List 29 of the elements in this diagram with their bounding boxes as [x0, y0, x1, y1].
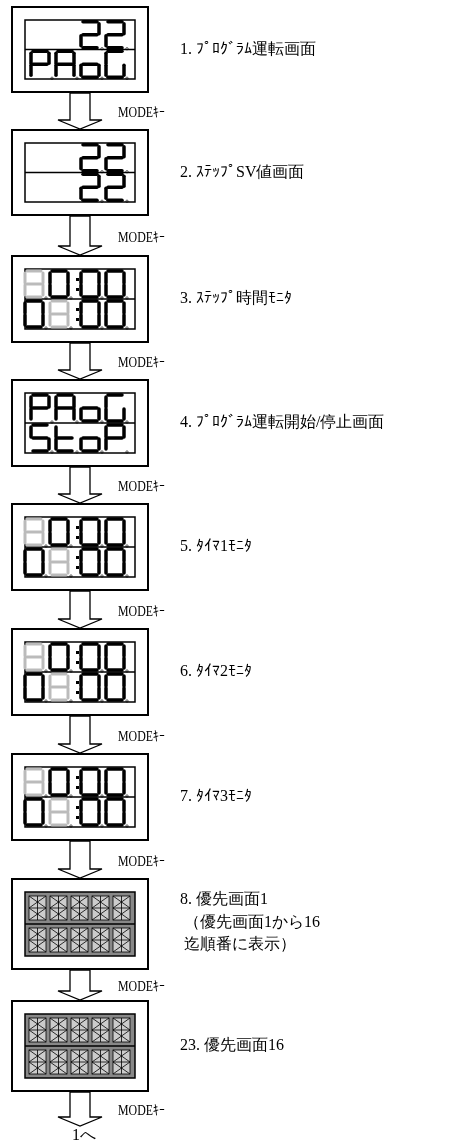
edge-label: MODEｷｰ — [118, 728, 165, 745]
screen-name: 4. ﾌﾟﾛｸﾞﾗﾑ運転開始/停止画面 — [180, 412, 385, 432]
screen-name: 6. ﾀｲﾏ2ﾓﾆﾀ — [180, 661, 252, 681]
edge-label: MODEｷｰ — [118, 979, 165, 995]
destination-label: 1へ — [72, 1126, 96, 1144]
block-arrow — [57, 215, 103, 256]
edge-label: MODEｷｰ — [118, 853, 165, 870]
edge-label: MODEｷｰ — [118, 229, 165, 246]
edge-label: MODEｷｰ — [118, 1103, 165, 1119]
block-arrow — [57, 342, 103, 380]
block-arrow — [57, 715, 103, 754]
edge-label: MODEｷｰ — [118, 105, 165, 121]
block-arrow — [57, 92, 103, 130]
screen-name: 8. 優先画面1 — [180, 888, 268, 909]
screen-name: 3. ｽﾃｯﾌﾟ時間ﾓﾆﾀ — [180, 288, 292, 308]
screen-name: 1. ﾌﾟﾛｸﾞﾗﾑ運転画面 — [180, 38, 316, 59]
screen-note: （優先画面1から16迄順番に表示） — [184, 911, 321, 954]
block-arrow — [57, 1091, 103, 1127]
screen-name: 23. 優先画面16 — [180, 1035, 284, 1055]
screen-name: 2. ｽﾃｯﾌﾟSV値画面 — [180, 161, 305, 182]
block-arrow — [57, 969, 103, 1001]
block-arrow — [57, 590, 103, 629]
screen-name: 5. ﾀｲﾏ1ﾓﾆﾀ — [180, 536, 252, 556]
screen-name: 7. ﾀｲﾏ3ﾓﾆﾀ — [180, 786, 252, 806]
edge-label: MODEｷｰ — [118, 355, 165, 371]
edge-label: MODEｷｰ — [118, 603, 165, 620]
block-arrow — [57, 466, 103, 504]
edge-label: MODEｷｰ — [118, 479, 165, 495]
block-arrow — [57, 840, 103, 879]
